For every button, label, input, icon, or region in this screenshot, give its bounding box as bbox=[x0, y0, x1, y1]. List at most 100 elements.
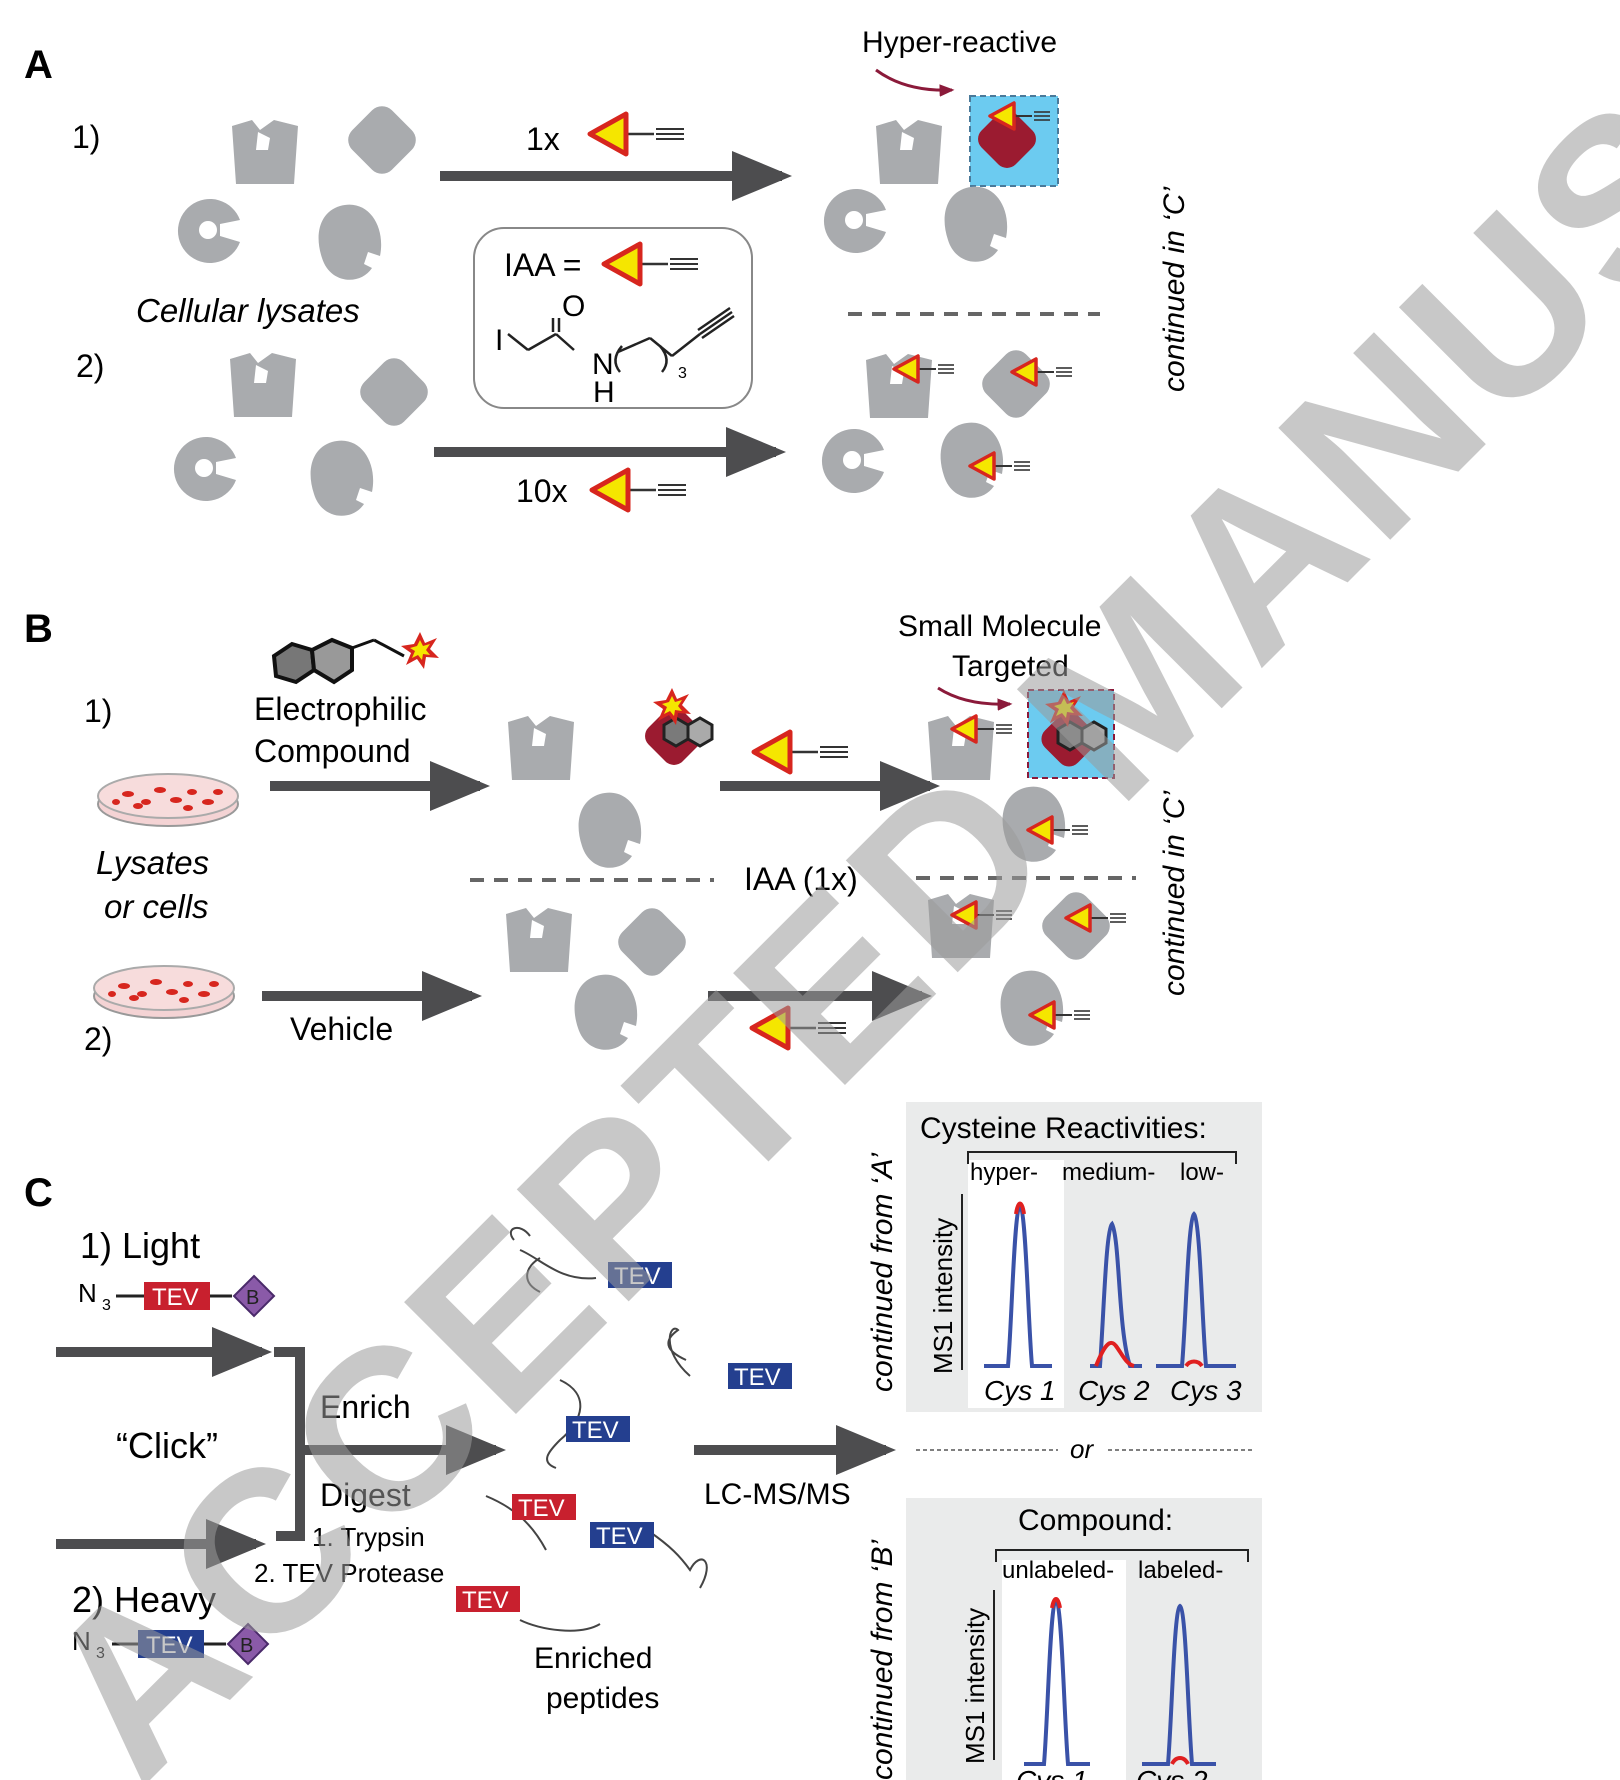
protein-icon bbox=[508, 716, 574, 780]
svg-text:B: B bbox=[240, 1635, 253, 1657]
group-label: hyper- bbox=[970, 1159, 1038, 1186]
protein-icon bbox=[821, 429, 884, 493]
iaa-structure-box bbox=[473, 227, 753, 409]
tev-peptide-tag: TEV bbox=[456, 1586, 520, 1614]
iaa-dose-label: IAA (1x) bbox=[744, 861, 858, 897]
light-label: 1) Light bbox=[80, 1225, 200, 1266]
light-tag-icon: N 3 TEV B bbox=[78, 1274, 276, 1318]
y-axis-label: MS1 intensity bbox=[928, 1218, 958, 1374]
protein-icon bbox=[232, 120, 298, 184]
cells-label-line1: Lysates bbox=[96, 844, 209, 881]
panel-a-row2-label: 2) bbox=[76, 348, 104, 384]
compound-bound-protein-icon bbox=[645, 688, 714, 765]
continued-from-a-label: continued from ‘A’ bbox=[866, 1152, 899, 1392]
protein-icon bbox=[354, 352, 434, 432]
reactivity-title: Cysteine Reactivities: bbox=[920, 1112, 1207, 1145]
panel-b-row2-label: 2) bbox=[84, 1021, 112, 1057]
panel-a-row1-label: 1) bbox=[72, 119, 100, 155]
panel-c: C 1) Light 2) Heavy N 3 TEV B N 3 TEV B … bbox=[24, 1102, 1262, 1780]
chromatogram-peak bbox=[1142, 1603, 1216, 1766]
chem-iodine: I bbox=[495, 324, 503, 357]
tev-peptide-tag: TEV bbox=[728, 1363, 792, 1391]
digest-label: Digest bbox=[320, 1477, 411, 1513]
protein-icon bbox=[506, 908, 572, 972]
protein-icon bbox=[976, 344, 1056, 424]
group-label: labeled- bbox=[1138, 1557, 1223, 1584]
tev-peptide-tag: TEV bbox=[512, 1494, 576, 1522]
svg-text:3: 3 bbox=[96, 1645, 105, 1662]
dose-high-label: 10x bbox=[516, 473, 568, 509]
chromatogram-peak-light bbox=[1014, 1201, 1026, 1215]
enrich-label: Enrich bbox=[320, 1389, 411, 1425]
enriched-peptides-line1: Enriched bbox=[534, 1642, 652, 1675]
petri-dish-icon bbox=[93, 965, 235, 1019]
target-label-line1: Small Molecule bbox=[898, 610, 1101, 643]
protein-icon bbox=[318, 204, 382, 280]
merge-bracket bbox=[274, 1347, 305, 1541]
petri-dish-icon bbox=[97, 773, 239, 827]
lcms-label: LC-MS/MS bbox=[704, 1478, 851, 1511]
digest-step1: 1. Trypsin bbox=[312, 1522, 425, 1552]
svg-text:3: 3 bbox=[102, 1297, 111, 1314]
svg-text:TEV: TEV bbox=[518, 1495, 565, 1522]
panel-a-letter: A bbox=[24, 43, 53, 87]
svg-text:N: N bbox=[72, 1626, 91, 1656]
compound-label-line1: Electrophilic bbox=[254, 691, 427, 727]
chem-nitrogen: N bbox=[592, 348, 614, 381]
compound-label-line2: Compound bbox=[254, 733, 411, 769]
peak-label: Cys 2 bbox=[1136, 1765, 1208, 1780]
y-axis-label: MS1 intensity bbox=[960, 1608, 990, 1764]
panel-b-row1-label: 1) bbox=[84, 693, 112, 729]
protein-icon bbox=[342, 100, 422, 180]
peptide-cluster bbox=[485, 1226, 708, 1632]
probe-icon bbox=[592, 470, 686, 510]
peak-label: Cys 3 bbox=[1170, 1375, 1242, 1406]
compound-title: Compound: bbox=[1018, 1504, 1173, 1537]
peak-label: Cys 1 bbox=[984, 1375, 1056, 1406]
protein-icon bbox=[876, 120, 942, 184]
hyper-reactive-label: Hyper-reactive bbox=[862, 26, 1057, 59]
protein-icon bbox=[310, 440, 374, 516]
vehicle-label: Vehicle bbox=[290, 1011, 393, 1047]
svg-text:TEV: TEV bbox=[146, 1632, 193, 1659]
chromatogram-peak bbox=[1156, 1211, 1236, 1368]
protein-icon bbox=[230, 353, 296, 417]
hyper-reactive-protein-icon bbox=[978, 110, 1036, 168]
heavy-tag-icon: N 3 TEV B bbox=[72, 1622, 270, 1666]
protein-icon bbox=[173, 437, 236, 501]
cells-label-line2: or cells bbox=[104, 888, 209, 925]
group-label: medium- bbox=[1062, 1159, 1155, 1186]
svg-text:TEV: TEV bbox=[462, 1587, 509, 1614]
svg-text:TEV: TEV bbox=[734, 1364, 781, 1391]
protein-icon bbox=[578, 792, 642, 868]
protein-icon bbox=[866, 354, 932, 418]
cysteine-reactivity-panel: Cysteine Reactivities: hyper- medium- lo… bbox=[906, 1102, 1262, 1412]
click-label: “Click” bbox=[116, 1425, 218, 1466]
probe-icon bbox=[590, 114, 684, 154]
digest-step2: 2. TEV Protease bbox=[254, 1558, 444, 1588]
lysate-label: Cellular lysates bbox=[136, 292, 360, 329]
chem-hydrogen: H bbox=[593, 376, 615, 409]
pointer-arrow-icon bbox=[937, 686, 1013, 711]
chem-subscript: 3 bbox=[678, 365, 687, 382]
panel-c-letter: C bbox=[24, 1171, 53, 1215]
tev-peptide-tag: TEV bbox=[590, 1522, 654, 1550]
compound-labeling-panel: Compound: unlabeled- labeled- MS1 intens… bbox=[906, 1498, 1262, 1780]
protein-icon bbox=[823, 189, 886, 253]
or-label: or bbox=[1070, 1434, 1094, 1464]
panel-b-continued-label: continued in ‘C’ bbox=[1158, 790, 1191, 996]
protein-icon bbox=[944, 186, 1008, 262]
svg-text:B: B bbox=[246, 1287, 259, 1309]
chem-oxygen: O bbox=[562, 290, 585, 323]
panel-b-letter: B bbox=[24, 607, 53, 651]
tev-peptide-tag: TEV bbox=[566, 1416, 630, 1444]
svg-text:TEV: TEV bbox=[572, 1417, 619, 1444]
chromatogram-peak-light bbox=[1094, 1341, 1135, 1368]
svg-text:TEV: TEV bbox=[596, 1523, 643, 1550]
chromatogram-peak-light bbox=[1050, 1597, 1062, 1609]
iaa-chemical-structure bbox=[507, 306, 735, 373]
probe-icon bbox=[754, 732, 848, 772]
chromatogram-peak-light bbox=[1170, 1756, 1190, 1766]
target-label-line2: Targeted bbox=[952, 650, 1069, 683]
pointer-arrow-icon bbox=[875, 68, 955, 97]
